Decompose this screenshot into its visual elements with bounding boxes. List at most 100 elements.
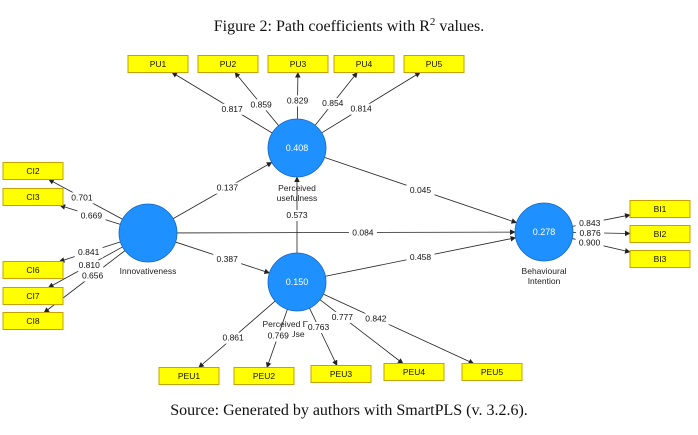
path-coefficient-pu-bi: 0.045 <box>410 185 432 195</box>
path-coefficient-inn-peu-bg <box>213 254 242 266</box>
indicator-label-bi3: BI3 <box>654 254 667 264</box>
latent-label-bi-line-2: Intention <box>528 276 561 286</box>
indicator-box-peu4 <box>383 363 445 381</box>
indicator-box-pu2 <box>197 55 259 73</box>
loading-label-ci3: 0.669 <box>81 210 103 220</box>
r-squared-peu: 0.150 <box>286 277 309 287</box>
latent-label-inn-line-1: Innovativeness <box>120 266 177 276</box>
indicator-label-peu2: PEU2 <box>253 371 275 381</box>
loading-label-ci7-bg <box>75 260 104 272</box>
indicator-label-ci8: CI8 <box>26 316 40 326</box>
loading-label-pu1-bg <box>218 103 247 115</box>
loading-label-bi3-bg <box>575 237 604 249</box>
indicator-label-pu1: PU1 <box>150 59 167 69</box>
indicator-box-ci3 <box>2 188 64 206</box>
loading-label-peu3-bg <box>304 322 333 334</box>
latent-circle-pu <box>267 118 327 178</box>
indicator-box-pu3 <box>267 55 329 73</box>
latent-circle-bi <box>514 202 574 262</box>
indicator-label-bi2: BI2 <box>654 229 667 239</box>
latent-label-bi-line-1: Behavioural <box>522 266 567 276</box>
loading-label-pu2: 0.859 <box>251 99 273 109</box>
latent-label-peu-line-1: Perceived Ease of <box>263 319 333 329</box>
loading-arrow-peu4 <box>319 299 404 364</box>
indicator-box-peu2 <box>233 367 295 385</box>
figure-title: Figure 2: Path coefficients with R2 valu… <box>214 16 485 35</box>
indicator-label-ci3: CI3 <box>26 192 40 202</box>
path-coefficient-inn-pu: 0.137 <box>217 183 239 193</box>
loading-label-ci8-bg <box>78 270 107 282</box>
latent-label-pu-line-2: usefulness <box>277 193 318 203</box>
loading-label-peu4: 0.777 <box>332 312 354 322</box>
loading-arrow-pu5 <box>321 72 421 134</box>
latent-circle-peu <box>267 252 327 312</box>
indicator-box-pu1 <box>127 55 189 73</box>
path-coefficient-inn-pu-bg <box>213 182 242 194</box>
loading-label-peu4-bg <box>328 311 357 323</box>
indicator-box-ci7 <box>2 287 64 305</box>
loading-label-ci2: 0.701 <box>71 192 93 202</box>
loading-arrow-peu5 <box>323 293 475 364</box>
path-coefficient-peu-pu-bg <box>283 210 311 221</box>
loading-label-pu4-bg <box>318 98 347 110</box>
loading-label-bi2-bg <box>576 227 605 239</box>
labels-layer: 0.817 0.859 0.829 0.854 0.814 0.701 0.669 0.841… <box>67 95 605 344</box>
indicator-label-pu5: PU5 <box>426 59 443 69</box>
loading-label-bi1-bg <box>575 217 604 229</box>
r-squared-pu: 0.408 <box>286 143 309 153</box>
loading-label-peu5-bg <box>361 313 390 325</box>
loading-label-peu3: 0.763 <box>308 322 330 332</box>
indicator-label-peu4: PEU4 <box>403 367 425 377</box>
indicator-box-ci2 <box>2 162 64 180</box>
indicator-box-bi1 <box>629 200 691 218</box>
loading-label-peu1: 0.861 <box>222 333 244 343</box>
indicator-box-peu3 <box>310 365 372 383</box>
indicator-label-ci6: CI6 <box>26 265 40 275</box>
path-coefficient-pu-bi-bg <box>406 185 435 196</box>
loading-label-bi2: 0.876 <box>579 228 601 238</box>
indicator-box-pu5 <box>403 55 465 73</box>
latent-circle-inn <box>118 203 178 263</box>
indicator-box-ci8 <box>2 312 64 330</box>
loading-label-ci2-bg <box>67 192 96 204</box>
loading-label-peu5: 0.842 <box>365 313 387 323</box>
path-coefficient-peu-pu: 0.573 <box>286 210 308 220</box>
loading-label-pu4: 0.854 <box>322 98 344 108</box>
indicator-box-bi2 <box>629 225 691 243</box>
path-arrow-inn-bi <box>176 229 516 235</box>
r-squared-bi: 0.278 <box>533 227 556 237</box>
indicator-label-peu5: PEU5 <box>481 367 503 377</box>
indicator-label-peu3: PEU3 <box>330 369 352 379</box>
loading-label-pu3-bg <box>283 95 312 107</box>
loading-label-ci6: 0.841 <box>78 247 100 257</box>
indicator-box-peu5 <box>461 363 523 381</box>
path-coefficient-peu-bi-bg <box>406 252 435 263</box>
path-coefficient-peu-bi: 0.458 <box>410 252 432 262</box>
loading-arrow-peu3 <box>309 307 338 367</box>
indicator-label-bi1: BI1 <box>654 204 667 214</box>
loading-label-ci7: 0.810 <box>79 260 101 270</box>
loading-label-ci8: 0.656 <box>82 270 104 280</box>
loading-label-peu1-bg <box>219 332 248 344</box>
indicator-label-ci7: CI7 <box>26 291 40 301</box>
path-coefficient-inn-peu: 0.387 <box>217 254 239 264</box>
loading-label-pu5: 0.814 <box>350 104 372 114</box>
loading-label-peu2-bg <box>264 330 293 342</box>
loading-arrow-pu2 <box>234 72 279 126</box>
path-coefficient-inn-bi: 0.084 <box>352 227 374 237</box>
indicator-label-ci2: CI2 <box>26 166 40 176</box>
loading-label-pu3: 0.829 <box>287 95 309 105</box>
path-coefficient-inn-bi-bg <box>348 227 377 239</box>
indicator-box-ci6 <box>2 261 64 279</box>
loading-label-peu2: 0.769 <box>268 331 290 341</box>
loading-label-ci6-bg <box>74 247 103 259</box>
loading-label-pu1: 0.817 <box>221 104 243 114</box>
latent-label-peu-line-2: Use <box>289 329 304 339</box>
figure-source: Source: Generated by authors with SmartP… <box>170 402 528 419</box>
indicator-box-peu1 <box>158 367 220 385</box>
indicator-label-peu1: PEU1 <box>178 371 200 381</box>
loading-label-pu2-bg <box>247 99 276 111</box>
loading-label-pu5-bg <box>347 103 376 115</box>
